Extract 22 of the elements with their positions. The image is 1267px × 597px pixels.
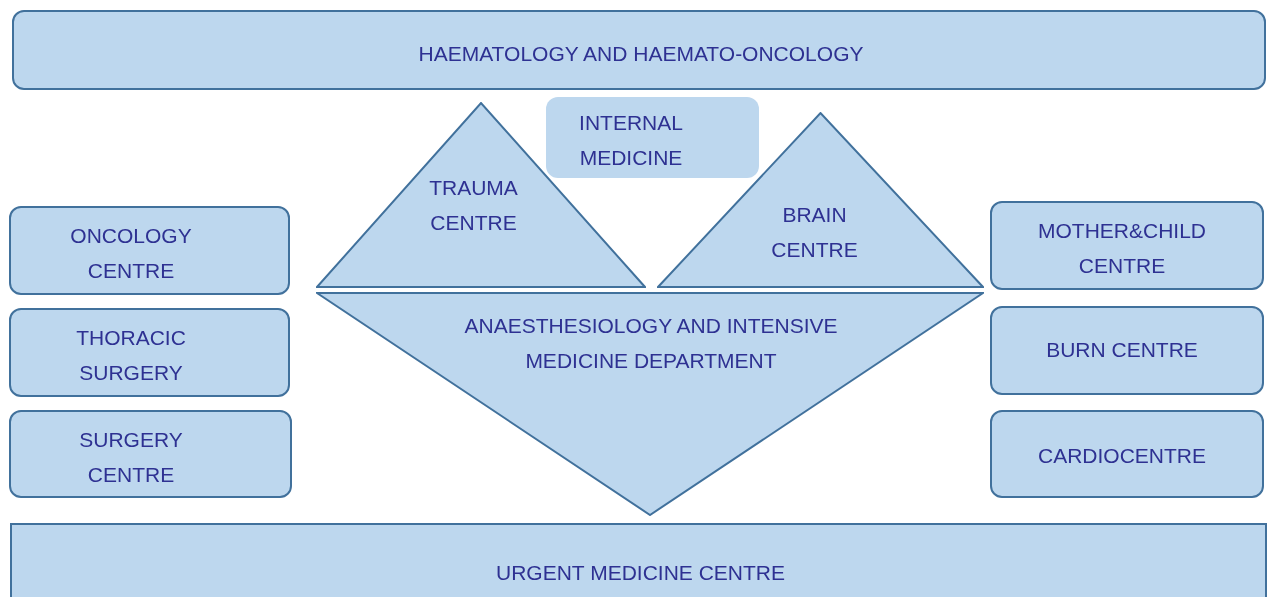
department-label: INTERNAL MEDICINE xyxy=(578,110,684,171)
department-label: ONCOLOGY CENTRE xyxy=(69,223,193,284)
department-box xyxy=(12,10,1266,90)
department-label: URGENT MEDICINE CENTRE xyxy=(495,560,786,586)
department-label: THORACIC SURGERY xyxy=(75,325,187,386)
department-label: HAEMATOLOGY AND HAEMATO-ONCOLOGY xyxy=(417,41,865,67)
department-box xyxy=(9,308,290,397)
department-box xyxy=(990,306,1264,395)
department-label: SURGERY CENTRE xyxy=(78,427,184,488)
department-box xyxy=(9,206,290,295)
department-triangle xyxy=(316,292,984,516)
department-label: BURN CENTRE xyxy=(1045,337,1199,363)
department-label: CARDIOCENTRE xyxy=(1037,443,1207,469)
department-label: ANAESTHESIOLOGY AND INTENSIVE MEDICINE DEPARTMENT xyxy=(463,313,839,374)
department-box xyxy=(9,410,292,498)
department-label: MOTHER&CHILD CENTRE xyxy=(1037,218,1207,279)
department-label: TRAUMA CENTRE xyxy=(428,175,519,236)
department-label: BRAIN CENTRE xyxy=(770,202,859,263)
department-band xyxy=(10,523,1267,597)
department-box xyxy=(990,201,1264,290)
department-box xyxy=(546,97,759,178)
department-box xyxy=(990,410,1264,498)
